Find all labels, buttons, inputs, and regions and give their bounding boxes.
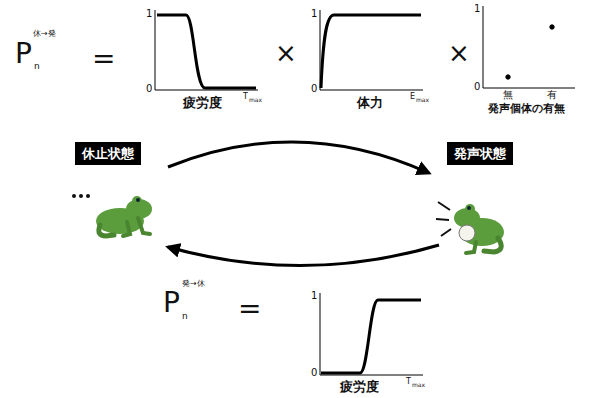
transition-arrow bbox=[168, 142, 429, 173]
sound-line bbox=[441, 229, 451, 236]
frog-eye bbox=[467, 206, 471, 210]
axis-tick: 1 bbox=[474, 4, 480, 14]
axis bbox=[155, 10, 156, 90]
operator: = bbox=[92, 45, 115, 73]
dot bbox=[506, 75, 510, 79]
dot bbox=[72, 194, 76, 198]
dot bbox=[86, 194, 90, 198]
superscript: 休→発 bbox=[33, 30, 56, 38]
category-label: 無 bbox=[503, 90, 513, 100]
operator: × bbox=[448, 40, 470, 66]
subscript: max bbox=[412, 382, 425, 388]
formula-symbol: P bbox=[163, 289, 180, 317]
curve bbox=[321, 15, 421, 88]
axis-title: 発声個体の有無 bbox=[488, 103, 565, 114]
axis-title: 疲労度 bbox=[340, 380, 379, 393]
frog-leg bbox=[466, 242, 476, 253]
state-label: 発声状態 bbox=[454, 147, 506, 160]
frog-leg bbox=[99, 225, 114, 236]
plot-stamina bbox=[320, 10, 423, 90]
frog-eye bbox=[132, 196, 142, 206]
frog-leg bbox=[484, 238, 501, 252]
sound-line bbox=[436, 219, 449, 220]
axis-max: T bbox=[406, 378, 411, 386]
operator: × bbox=[275, 40, 297, 66]
frog-eye bbox=[465, 204, 475, 214]
operator: = bbox=[238, 295, 261, 323]
transition-arrow bbox=[168, 245, 439, 266]
axis-tick: 0 bbox=[311, 368, 317, 378]
subscript: max bbox=[249, 97, 262, 103]
axis bbox=[320, 90, 423, 91]
axis bbox=[155, 90, 258, 91]
axis-tick: 1 bbox=[311, 291, 317, 301]
axis-tick: 0 bbox=[146, 84, 152, 94]
axis-title: 体力 bbox=[357, 96, 383, 109]
axis bbox=[320, 375, 423, 376]
axis-tick: 0 bbox=[311, 84, 317, 94]
frog-calling bbox=[436, 202, 504, 253]
dot bbox=[79, 194, 83, 198]
axis-max: T bbox=[243, 93, 248, 101]
frog-resting bbox=[72, 194, 152, 236]
plot-fatigue-2 bbox=[320, 293, 423, 375]
state-label: 休止状態 bbox=[82, 147, 134, 160]
axis-tick: 1 bbox=[311, 9, 317, 19]
formula-symbol: P bbox=[15, 40, 32, 68]
plot-presence bbox=[483, 6, 575, 88]
state-box: 休止状態 bbox=[75, 142, 141, 165]
axis-tick: 0 bbox=[474, 82, 480, 92]
vocal-sac bbox=[459, 225, 475, 241]
axis bbox=[483, 88, 575, 89]
sound-line bbox=[438, 202, 450, 210]
subscript: n bbox=[182, 312, 188, 321]
axis-max: E bbox=[410, 93, 415, 101]
category-label: 有 bbox=[547, 90, 557, 100]
subscript: max bbox=[416, 97, 429, 103]
curve bbox=[157, 15, 256, 88]
subscript: n bbox=[34, 62, 40, 71]
frog-eye bbox=[136, 198, 140, 202]
frog-leg bbox=[138, 218, 150, 234]
superscript: 発→休 bbox=[182, 280, 205, 288]
axis-title: 疲労度 bbox=[183, 96, 222, 109]
axis bbox=[320, 293, 321, 375]
curve bbox=[321, 300, 421, 373]
plot-fatigue bbox=[155, 10, 258, 90]
dot bbox=[550, 25, 554, 29]
state-box: 発声状態 bbox=[447, 142, 513, 165]
frog-leg bbox=[123, 222, 130, 236]
axis bbox=[483, 6, 484, 88]
axis-tick: 1 bbox=[146, 9, 152, 19]
